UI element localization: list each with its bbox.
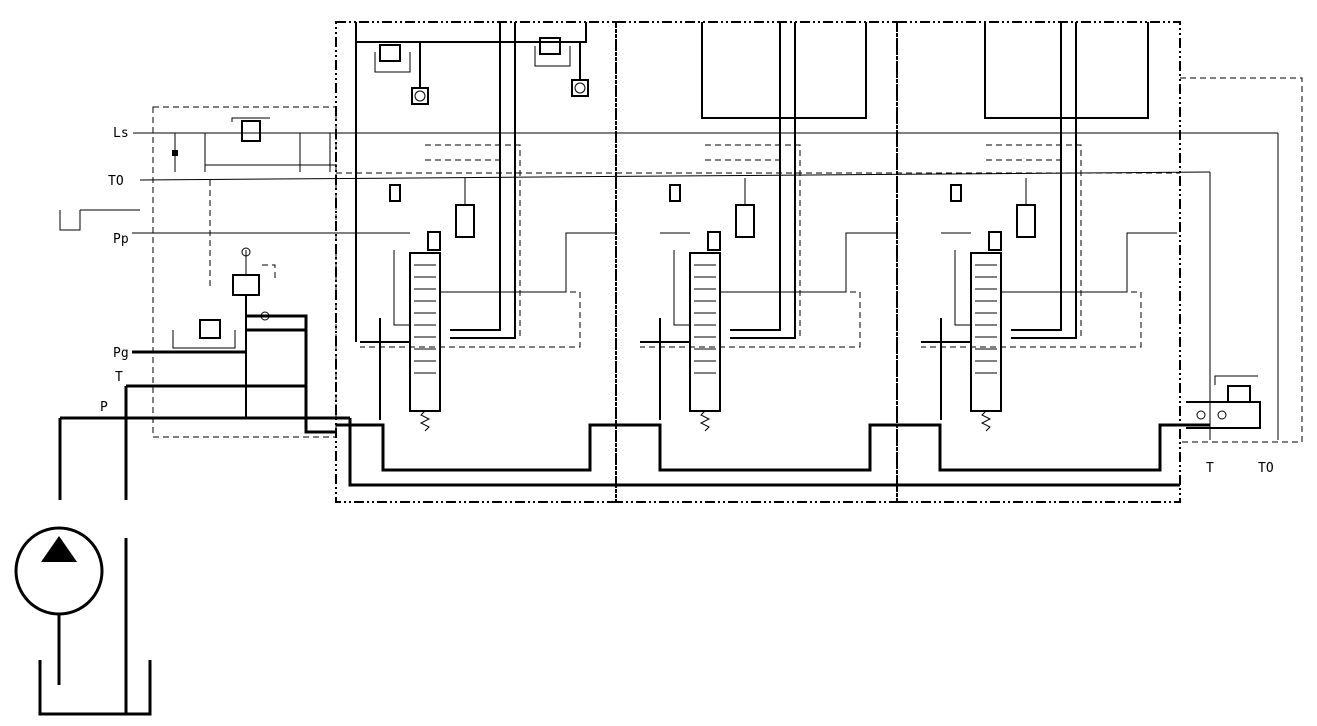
port-label-pp: Pp [113, 232, 129, 247]
port-label-t-left: T [115, 370, 123, 385]
port-label-to-left: TO [108, 174, 124, 189]
upper-port-boxes [701, 22, 1149, 119]
port-label-p: P [100, 400, 108, 415]
pressure-tank-rails [58, 386, 1210, 500]
port-label-pg: Pg [113, 346, 129, 361]
section-2-spool [640, 22, 896, 432]
section-1-top-valves [355, 22, 589, 342]
port-label-t-right: T [1206, 461, 1214, 476]
section-frames [335, 21, 1181, 503]
outlet-module [1180, 77, 1303, 443]
port-label-ls: Ls [113, 126, 129, 141]
section-3-spool [921, 22, 1177, 432]
pump-symbol [14, 526, 152, 716]
spool-valves [360, 22, 1177, 432]
section-1-spool [360, 22, 616, 432]
port-label-to-right: TO [1258, 461, 1274, 476]
inlet-module [59, 106, 1279, 440]
